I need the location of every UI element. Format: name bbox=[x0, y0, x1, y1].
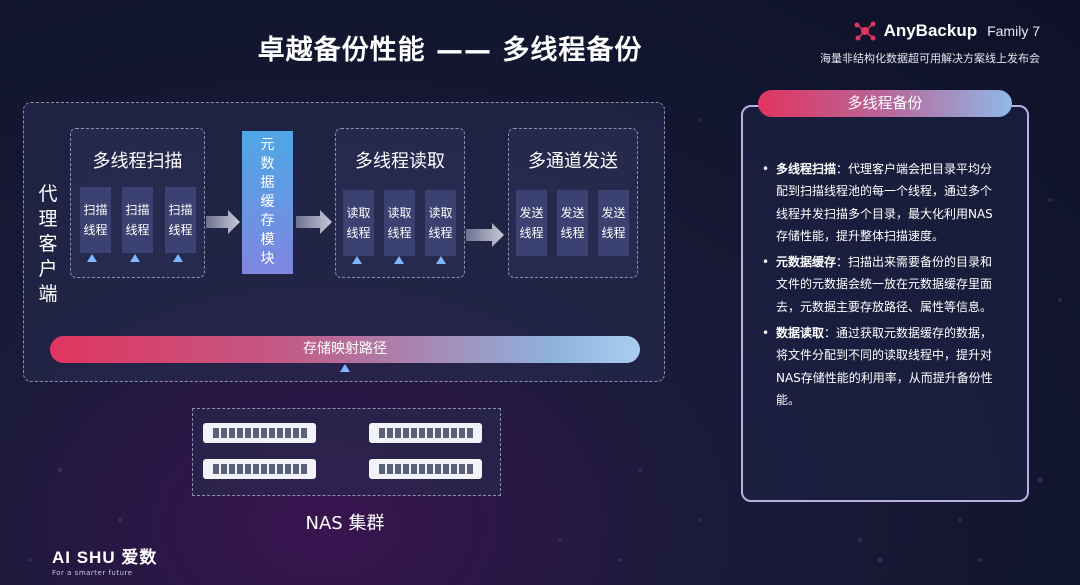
aishu-logo: AI SHU 爱数 For a smarter future bbox=[52, 543, 157, 577]
page-title: 卓越备份性能 —— 多线程备份 bbox=[257, 35, 643, 66]
aishu-logo-text: AI SHU 爱数 bbox=[52, 548, 158, 567]
storage-map-path-bar: 存储映射路径 bbox=[50, 336, 640, 363]
scan-group-title: 多线程扫描 bbox=[92, 151, 183, 172]
nas-cluster-box bbox=[192, 408, 501, 496]
send-thread: 发送线程 bbox=[516, 190, 547, 256]
read-group-title: 多线程读取 bbox=[355, 151, 445, 172]
info-bullet: 多线程扫描：代理客户端会把目录平均分配到扫描线程池的每一个线程，通过多个线程并发… bbox=[762, 158, 1002, 247]
server-rack-icon bbox=[203, 459, 316, 479]
info-bullet: 元数据缓存：扫描出来需要备份的目录和文件的元数据会统一放在元数据缓存里面去，元数… bbox=[762, 251, 1002, 318]
brand-family: Family 7 bbox=[987, 23, 1040, 39]
aishu-tagline: For a smarter future bbox=[52, 569, 133, 577]
brand-name: AnyBackup bbox=[883, 21, 978, 40]
send-thread: 发送线程 bbox=[598, 190, 629, 256]
agent-client-label: 代理客户端 bbox=[38, 183, 58, 305]
info-bullet: 数据读取：通过获取元数据缓存的数据，将文件分配到不同的读取线程中，提升对NAS存… bbox=[762, 322, 1002, 411]
metadata-cache-module: 元数据缓存模块 bbox=[242, 131, 293, 274]
molecule-icon bbox=[854, 21, 876, 41]
brand-subtitle: 海量非结构化数据超可用解决方案线上发布会 bbox=[820, 52, 1040, 65]
scan-thread: 扫描线程 bbox=[165, 187, 196, 253]
send-thread: 发送线程 bbox=[557, 190, 588, 256]
read-thread: 读取线程 bbox=[384, 190, 415, 256]
nas-cluster-label: NAS 集群 bbox=[305, 513, 385, 534]
up-arrows bbox=[91, 258, 442, 408]
read-thread: 读取线程 bbox=[425, 190, 456, 256]
send-group-title: 多通道发送 bbox=[528, 151, 618, 172]
brand-block: AnyBackup Family 7 海量非结构化数据超可用解决方案线上发布会 bbox=[820, 20, 1040, 66]
scan-thread: 扫描线程 bbox=[122, 187, 153, 253]
server-rack-icon bbox=[369, 423, 482, 443]
read-thread: 读取线程 bbox=[343, 190, 374, 256]
server-rack-icon bbox=[369, 459, 482, 479]
info-panel-body: 多线程扫描：代理客户端会把目录平均分配到扫描线程池的每一个线程，通过多个线程并发… bbox=[762, 158, 1002, 415]
info-panel-header: 多线程备份 bbox=[758, 90, 1012, 117]
scan-thread: 扫描线程 bbox=[80, 187, 111, 253]
block-arrow-icon bbox=[206, 210, 504, 247]
server-rack-icon bbox=[203, 423, 316, 443]
